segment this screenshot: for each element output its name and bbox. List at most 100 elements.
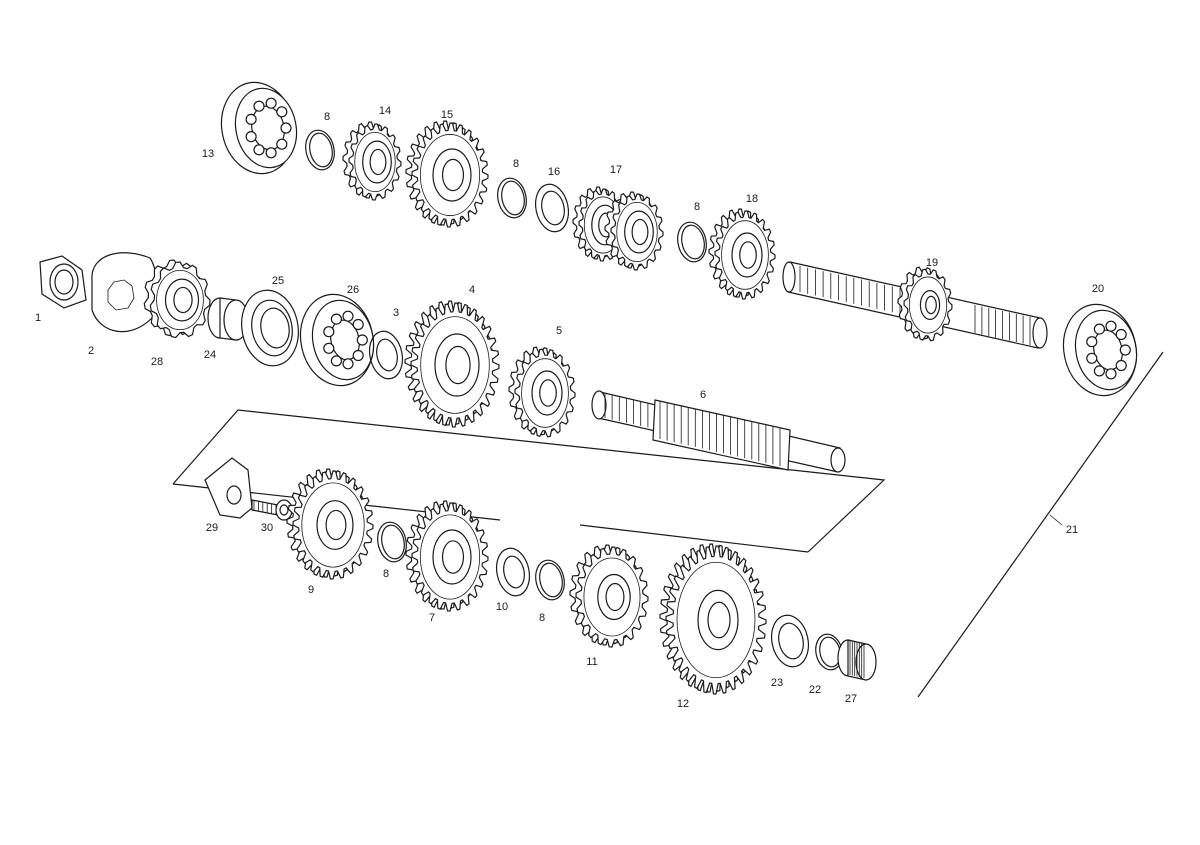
- gear-14: [342, 121, 402, 201]
- label-8c: 8: [694, 201, 700, 213]
- label-7: 7: [429, 612, 435, 624]
- gear-rim: [301, 482, 365, 568]
- label-8e: 8: [539, 612, 545, 624]
- gear-rim: [354, 131, 396, 193]
- gear-rim: [419, 134, 481, 216]
- gear-bore: [445, 345, 471, 385]
- circlip-8-top-a: [305, 129, 335, 171]
- gear-rim: [721, 220, 769, 290]
- label-13: 13: [202, 148, 214, 160]
- label-2: 2: [88, 345, 94, 357]
- bearing-ball: [265, 97, 277, 109]
- gear-9: [286, 468, 374, 580]
- bearing-ball: [1119, 344, 1131, 356]
- label-12: 12: [677, 698, 689, 710]
- gear-rim: [908, 276, 948, 334]
- label-26: 26: [347, 284, 359, 296]
- gear-hub: [432, 148, 472, 202]
- sprocket-28: [143, 259, 211, 339]
- label-10: 10: [496, 601, 508, 613]
- gear-hub: [432, 529, 472, 585]
- label-23: 23: [771, 677, 783, 689]
- bearing-ball: [253, 100, 265, 112]
- washer-16: [534, 183, 570, 233]
- bearing-ball: [356, 334, 368, 346]
- gear-5: [508, 346, 576, 438]
- gear-bore: [739, 241, 757, 269]
- assembly-bracket-21: [917, 351, 1164, 698]
- label-8b: 8: [513, 158, 519, 170]
- gear-bore: [631, 218, 649, 246]
- label-8d: 8: [383, 568, 389, 580]
- circlip-8-bottom-b: [535, 559, 565, 601]
- gear-bore: [925, 295, 937, 315]
- bearing-ball: [323, 342, 335, 354]
- gear-hub: [919, 290, 941, 321]
- gear-19-integral: [897, 266, 953, 342]
- gear-bore: [173, 286, 193, 314]
- bearing-ball: [1115, 359, 1127, 372]
- bearing-ball: [1105, 368, 1117, 380]
- bearing-ball: [323, 326, 335, 338]
- gear-4: [404, 300, 500, 428]
- label-6: 6: [700, 389, 706, 401]
- gear-bore: [441, 540, 465, 574]
- gear-bore: [605, 582, 625, 612]
- gear-hub: [624, 210, 654, 254]
- gear-hub: [434, 333, 480, 397]
- bolt-30: [251, 499, 293, 521]
- bearing-ball: [276, 138, 288, 150]
- gear-rim: [420, 316, 490, 414]
- circlip-8-top-c: [677, 221, 707, 263]
- gear-bore: [369, 148, 387, 176]
- washer-23: [770, 614, 810, 668]
- label-30: 30: [261, 522, 273, 534]
- gear-bore: [707, 601, 731, 639]
- label-8a: 8: [324, 111, 330, 123]
- label-21: 21: [1066, 524, 1078, 536]
- bearing-ball: [1105, 320, 1117, 332]
- label-11: 11: [586, 656, 597, 668]
- bearing-ball: [1086, 352, 1098, 364]
- bearing-ball: [245, 113, 257, 126]
- gear-18: [708, 208, 776, 300]
- part-labels: 1 2 3 4 5 6 7 8 8 8 8 8 9 10 11 12 13 14…: [35, 105, 1104, 710]
- bearing-ball: [280, 122, 292, 134]
- gear-hub: [731, 232, 763, 278]
- washer-3: [368, 330, 404, 380]
- needle-bearing-27: [837, 639, 877, 681]
- bearing-ball: [253, 144, 265, 156]
- layshaft-6: [591, 390, 846, 473]
- gear-hub: [597, 573, 631, 621]
- gear-hub: [697, 589, 739, 651]
- gear-bore: [441, 158, 465, 192]
- label-3: 3: [393, 307, 399, 319]
- label-16: 16: [548, 166, 560, 178]
- bearing-ball: [1086, 336, 1098, 348]
- label-24: 24: [204, 349, 216, 361]
- bearing-ball: [1115, 328, 1127, 341]
- gear-bore: [539, 379, 557, 407]
- bearing-26: [299, 293, 375, 387]
- gear-hub: [362, 140, 392, 184]
- label-5: 5: [556, 325, 562, 337]
- bearing-ball: [276, 106, 288, 118]
- gear-12: [659, 543, 767, 695]
- label-14: 14: [379, 105, 391, 117]
- gear-rim: [156, 269, 204, 331]
- gear-hub: [316, 500, 354, 550]
- gear-rim: [583, 557, 641, 637]
- bearing-ball: [330, 355, 342, 367]
- gear-11: [569, 544, 649, 648]
- label-15: 15: [441, 109, 453, 121]
- label-29: 29: [206, 522, 218, 534]
- bearing-ball: [265, 147, 277, 159]
- label-19: 19: [926, 257, 938, 269]
- bearing-ball: [1093, 323, 1106, 335]
- oil-seal-25: [241, 289, 299, 367]
- gear-17b: [604, 191, 664, 271]
- bearing-ball: [330, 313, 342, 325]
- bearing-ball: [352, 318, 364, 331]
- bearing-ball: [352, 349, 364, 362]
- label-9: 9: [308, 584, 314, 596]
